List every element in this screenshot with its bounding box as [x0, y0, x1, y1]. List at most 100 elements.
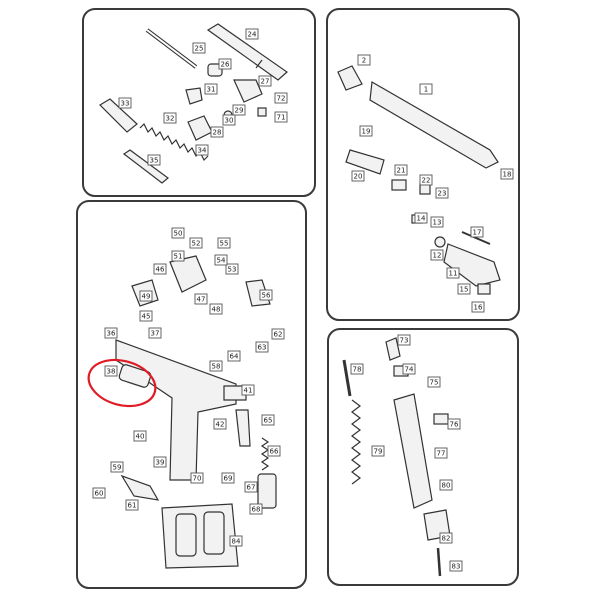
part-label-text: 30 — [225, 117, 234, 125]
part-label-82: 82 — [439, 532, 453, 544]
part-label-77: 77 — [434, 447, 448, 459]
part-label-24: 24 — [245, 28, 259, 40]
part-label-text: 46 — [156, 266, 165, 274]
part-label-text: 80 — [442, 482, 451, 490]
part-magazine-lip — [385, 337, 401, 361]
part-label-2: 2 — [357, 54, 371, 66]
part-label-38: 38 — [104, 365, 118, 377]
part-label-text: 56 — [262, 292, 271, 300]
part-label-text: 82 — [442, 535, 451, 543]
part-label-84: 84 — [229, 535, 243, 547]
highlight-ring — [87, 358, 157, 408]
part-mag-spring — [351, 399, 361, 485]
part-hop-unit — [185, 87, 203, 105]
part-label-31: 31 — [204, 83, 218, 95]
part-label-18: 18 — [500, 168, 514, 180]
part-label-79: 79 — [371, 445, 385, 457]
part-knocker — [342, 359, 352, 397]
part-label-35: 35 — [147, 154, 161, 166]
part-label-text: 33 — [121, 100, 130, 108]
part-label-20: 20 — [351, 170, 365, 182]
part-label-23: 23 — [435, 187, 449, 199]
part-label-25: 25 — [192, 42, 206, 54]
part-mag-screw — [436, 547, 442, 577]
part-label-text: 37 — [151, 330, 160, 338]
part-label-16: 16 — [471, 301, 485, 313]
part-label-text: 73 — [400, 337, 409, 345]
part-label-42: 42 — [213, 418, 227, 430]
part-label-text: 16 — [474, 304, 483, 312]
part-label-text: 42 — [216, 421, 225, 429]
part-label-text: 21 — [397, 167, 406, 175]
part-label-65: 65 — [261, 414, 275, 426]
part-label-63: 63 — [255, 341, 269, 353]
part-label-1: 1 — [419, 83, 433, 95]
part-label-69: 69 — [221, 472, 235, 484]
part-label-66: 66 — [267, 445, 281, 457]
part-label-34: 34 — [195, 144, 209, 156]
part-label-text: 63 — [258, 344, 267, 352]
part-label-15: 15 — [457, 283, 471, 295]
part-label-text: 22 — [422, 177, 431, 185]
part-label-text: 77 — [437, 450, 446, 458]
part-label-13: 13 — [430, 216, 444, 228]
part-label-36: 36 — [104, 327, 118, 339]
part-label-text: 84 — [232, 538, 241, 546]
part-label-50: 50 — [171, 227, 185, 239]
part-label-text: 13 — [433, 219, 442, 227]
part-label-text: 24 — [248, 31, 257, 39]
part-label-70: 70 — [190, 472, 204, 484]
part-label-text: 72 — [277, 95, 286, 103]
part-label-text: 58 — [212, 363, 221, 371]
part-label-text: 18 — [503, 171, 512, 179]
part-label-49: 49 — [139, 290, 153, 302]
part-label-78: 78 — [350, 363, 364, 375]
part-label-56: 56 — [259, 289, 273, 301]
part-label-text: 45 — [142, 313, 151, 321]
part-label-51: 51 — [171, 250, 185, 262]
part-label-17: 17 — [470, 226, 484, 238]
part-label-text: 83 — [452, 563, 461, 571]
part-label-text: 36 — [107, 330, 116, 338]
part-label-text: 20 — [354, 173, 363, 181]
part-label-text: 48 — [212, 306, 221, 314]
part-slide-stop — [223, 385, 247, 401]
part-label-75: 75 — [427, 376, 441, 388]
part-valve — [391, 179, 407, 191]
part-guide-rod — [145, 28, 198, 69]
part-label-text: 1 — [424, 86, 428, 94]
part-label-text: 61 — [128, 502, 137, 510]
part-label-text: 64 — [230, 353, 239, 361]
part-label-text: 65 — [264, 417, 273, 425]
part-label-text: 62 — [274, 331, 283, 339]
part-label-text: 47 — [197, 296, 206, 304]
part-label-text: 17 — [473, 229, 482, 237]
part-blowback-housing — [443, 243, 501, 287]
part-label-text: 51 — [174, 253, 183, 261]
part-label-text: 19 — [362, 128, 371, 136]
part-label-text: 76 — [450, 421, 459, 429]
part-spring-guide — [122, 149, 169, 184]
part-grip-right — [203, 511, 225, 555]
part-label-text: 66 — [270, 448, 279, 456]
part-label-text: 25 — [195, 45, 204, 53]
part-magazine-body — [393, 393, 433, 509]
part-label-text: 53 — [228, 266, 237, 274]
part-label-12: 12 — [430, 249, 444, 261]
part-label-41: 41 — [241, 384, 255, 396]
part-label-47: 47 — [194, 293, 208, 305]
part-hammer-spring — [260, 437, 270, 471]
part-nozzle — [345, 149, 385, 175]
part-label-62: 62 — [271, 328, 285, 340]
part-label-text: 68 — [252, 506, 261, 514]
part-label-text: 34 — [198, 147, 207, 155]
part-label-text: 71 — [277, 114, 286, 122]
part-label-76: 76 — [447, 418, 461, 430]
part-label-67: 67 — [244, 481, 258, 493]
part-grip-panels — [161, 503, 239, 569]
part-label-37: 37 — [148, 327, 162, 339]
part-label-text: 11 — [449, 270, 458, 278]
part-barrel — [206, 23, 288, 81]
part-label-text: 31 — [207, 86, 216, 94]
